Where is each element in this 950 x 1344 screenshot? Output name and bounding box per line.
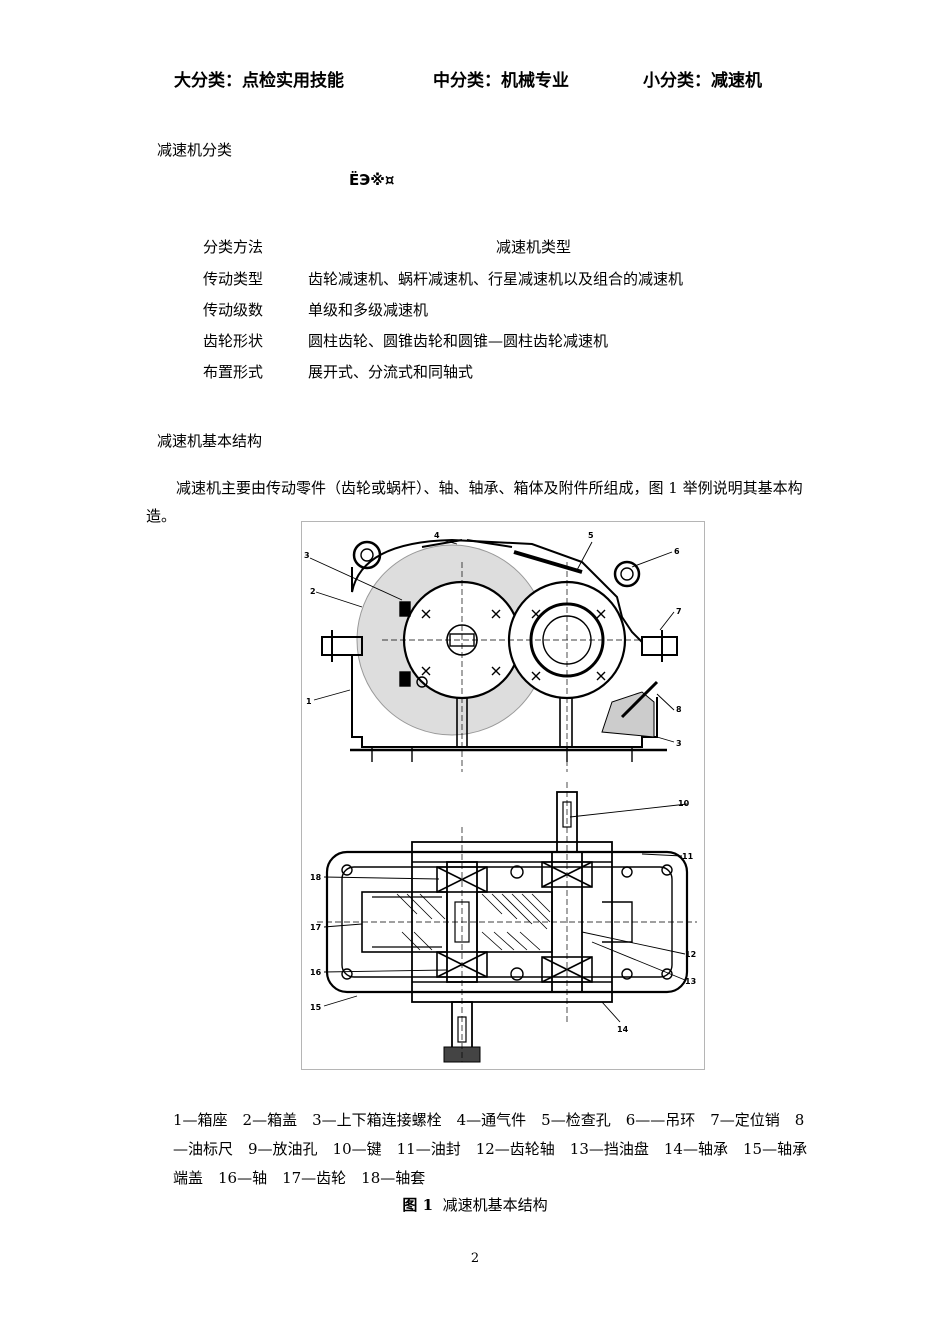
callout-13: 13 — [685, 977, 696, 986]
callout-10: 10 — [678, 799, 690, 808]
category-middle: 中分类：机械专业 — [433, 71, 569, 91]
callout-14: 14 — [617, 1025, 629, 1034]
table-header-type: 减速机类型 — [496, 238, 572, 256]
section-title-classification: 减速机分类 — [157, 141, 233, 159]
table-header-method: 分类方法 — [203, 238, 264, 256]
callout-12: 12 — [685, 950, 696, 959]
callout-6: 6 — [674, 547, 680, 556]
figure-legend: 1—箱座 2—箱盖 3—上下箱连接螺栓 4—通气件 5—检查孔 6——吊环 7—… — [173, 1111, 808, 1187]
section-title-structure: 减速机基本结构 — [157, 432, 263, 450]
table-row-method: 传动级数 — [203, 301, 264, 319]
structure-paragraph: 减速机主要由传动零件（齿轮或蜗杆）、轴、轴承、箱体及附件所组成，图 1 举例说明… — [146, 479, 803, 525]
garbled-heading: ËЭ※¤ — [349, 171, 395, 189]
caption-text: 减速机基本结构 — [442, 1196, 548, 1214]
callout-18: 18 — [310, 873, 322, 882]
table-row-type: 展开式、分流式和同轴式 — [308, 363, 474, 381]
reducer-drawing: 1 2 3 4 5 6 7 8 3 10 11 12 13 14 15 16 1… — [304, 531, 697, 1063]
callout-17: 17 — [310, 923, 321, 932]
callout-11: 11 — [682, 852, 694, 861]
callout-2: 2 — [310, 587, 316, 596]
category-major: 大分类：点检实用技能 — [174, 71, 344, 91]
figure-caption: 图 1 减速机基本结构 — [0, 1194, 950, 1215]
callout-4: 4 — [434, 531, 440, 540]
callout-9: 3 — [676, 739, 682, 748]
callout-3: 3 — [304, 551, 310, 560]
callout-15: 15 — [310, 1003, 322, 1012]
page-number: 2 — [470, 1251, 480, 1266]
table-row-method: 传动类型 — [203, 270, 264, 288]
callout-5: 5 — [588, 531, 594, 540]
callout-7: 7 — [676, 607, 682, 616]
category-minor: 小分类：减速机 — [643, 71, 762, 91]
reducer-diagram: 1 2 3 4 5 6 7 8 3 10 11 12 13 14 15 16 1… — [301, 521, 705, 1070]
table-row-method: 布置形式 — [203, 363, 264, 381]
callout-1: 1 — [306, 697, 312, 706]
table-row-type: 齿轮减速机、蜗杆减速机、行星减速机以及组合的减速机 — [308, 270, 684, 288]
table-row-method: 齿轮形状 — [203, 332, 264, 350]
table-row-type: 圆柱齿轮、圆锥齿轮和圆锥—圆柱齿轮减速机 — [308, 332, 609, 350]
callout-8: 8 — [676, 705, 682, 714]
table-row-type: 单级和多级减速机 — [308, 301, 429, 319]
caption-prefix: 图 1 — [402, 1196, 434, 1214]
callout-16: 16 — [310, 968, 322, 977]
